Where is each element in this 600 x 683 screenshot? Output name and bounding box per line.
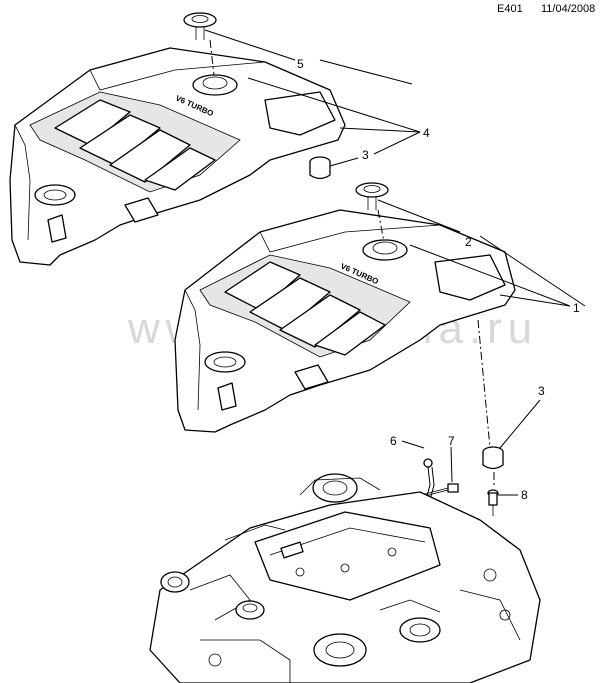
assembly-axis-lower-cap [377, 209, 385, 243]
assembly-axis-upper-cap [209, 39, 215, 76]
assembly-axis-grommet [477, 319, 491, 449]
callout-3-upper: 3 [362, 148, 369, 162]
callout-5: 5 [297, 57, 304, 71]
engine-cover-upper: V6 TURBO [9, 47, 346, 266]
oil-cap-lower [355, 182, 389, 210]
grommet-upper [309, 156, 331, 180]
engine-assembly [149, 473, 541, 683]
callout-2: 2 [465, 235, 472, 249]
callout-4: 4 [423, 126, 430, 140]
mounting-stud [487, 489, 499, 516]
callout-1: 1 [573, 301, 580, 315]
diagram-date: 11/04/2008 [541, 3, 596, 15]
leader-lines [204, 29, 586, 496]
bolt [424, 483, 459, 497]
diagram-code: E401 [497, 3, 523, 15]
callout-6: 6 [390, 434, 397, 448]
grommet-lower [482, 446, 504, 470]
callout-7: 7 [448, 434, 455, 448]
callout-8: 8 [521, 488, 528, 502]
oil-cap-upper [183, 12, 217, 40]
engine-cover-lower: V6 TURBO [174, 209, 516, 433]
callout-3-lower: 3 [538, 384, 545, 398]
